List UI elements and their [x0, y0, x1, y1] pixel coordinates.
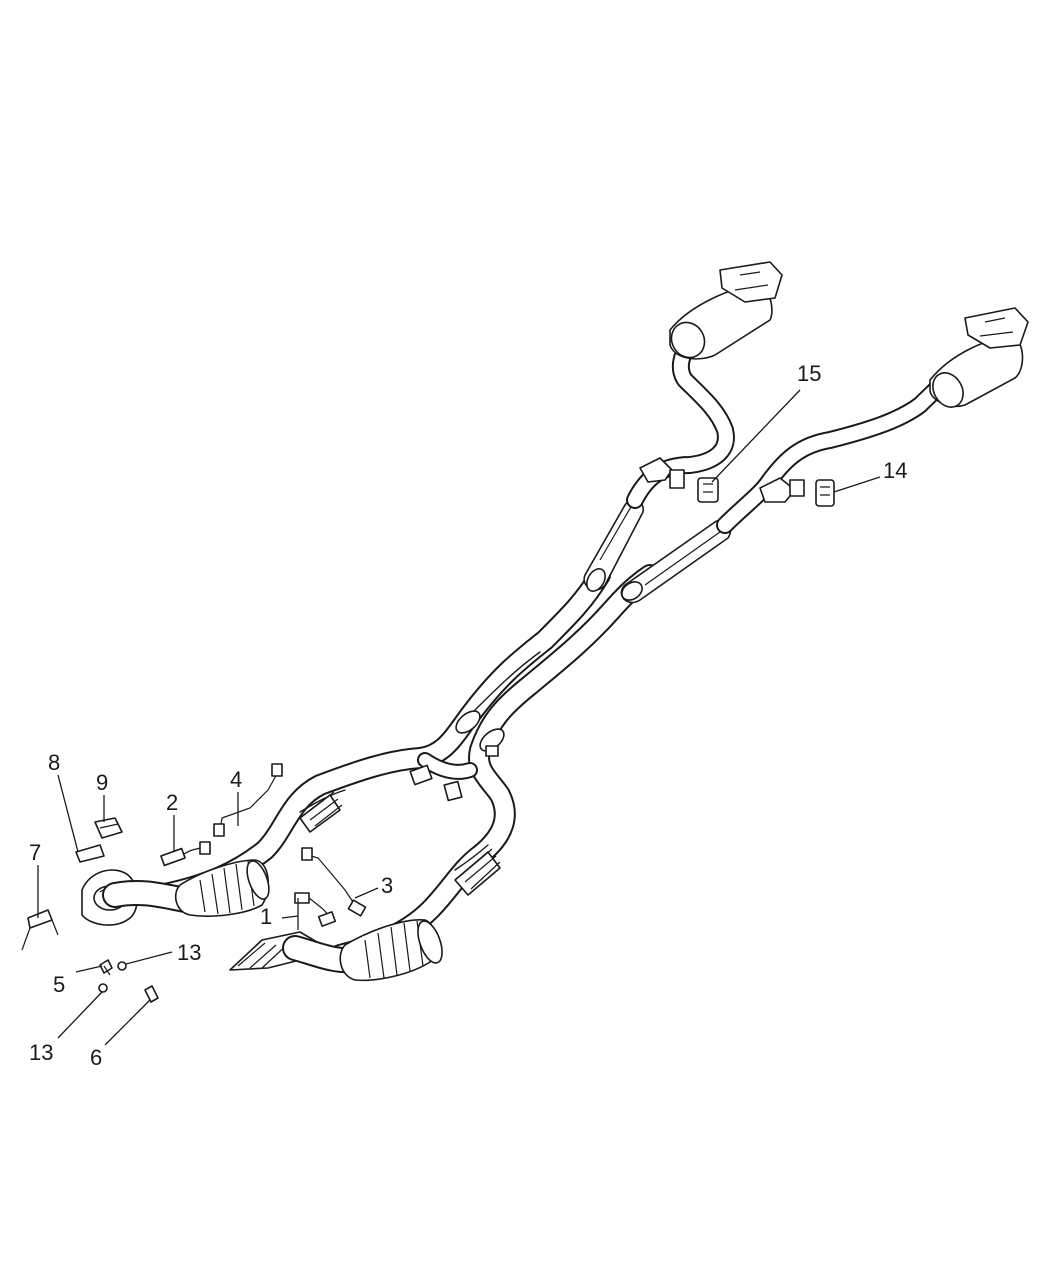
callout-13-lower: 13: [29, 1040, 53, 1065]
resonator-right: [620, 519, 732, 604]
callout-4: 4: [230, 767, 242, 792]
exhaust-pipe-right-branch: [329, 564, 661, 966]
mid-pipe-clamps: [455, 710, 505, 757]
catalytic-converter-left: [174, 859, 270, 917]
callout-14: 14: [883, 458, 907, 483]
callout-15: 15: [797, 361, 821, 386]
exhaust-pipe-left-branch: [149, 564, 611, 906]
callout-labels: 8 9 7 2 4 3 1 13 5 13 6 15 14: [29, 361, 907, 1070]
part-7-strap: [21, 909, 59, 951]
tailpipe-right: [716, 371, 954, 534]
part-8-bracket: [75, 844, 105, 863]
callout-5: 5: [53, 972, 65, 997]
rear-muffler-right: [929, 307, 1029, 408]
part-13-nut-lower: [98, 983, 108, 993]
part-5-stud: [99, 959, 113, 976]
part-2-oxygen-sensor: [160, 841, 211, 867]
part-4-oxygen-sensor: [213, 763, 283, 837]
callout-7: 7: [29, 840, 41, 865]
part-6-bolt: [144, 985, 159, 1003]
flex-section-right: [454, 848, 501, 896]
callout-3: 3: [381, 873, 393, 898]
rear-hanger-left: [639, 457, 685, 489]
rear-hanger-right: [759, 477, 805, 503]
catalytic-converter-right: [339, 919, 443, 982]
flex-section-left: [299, 791, 343, 833]
callout-6: 6: [90, 1045, 102, 1070]
part-15-isolator: [697, 477, 719, 503]
callout-13-upper: 13: [177, 940, 201, 965]
rear-muffler-left: [669, 261, 783, 360]
callout-9: 9: [96, 770, 108, 795]
part-13-nut-upper: [117, 961, 127, 971]
callout-1: 1: [260, 904, 272, 929]
crossover-pipe: [409, 752, 478, 802]
downpipe-left: [102, 879, 198, 913]
callout-8: 8: [48, 750, 60, 775]
callout-2: 2: [166, 790, 178, 815]
leader-lines: [37, 389, 881, 1046]
part-9-bracket: [94, 817, 123, 839]
part-3-oxygen-sensor: [301, 847, 367, 917]
part-1-oxygen-sensor: [294, 892, 337, 927]
part-14-isolator: [815, 479, 835, 507]
